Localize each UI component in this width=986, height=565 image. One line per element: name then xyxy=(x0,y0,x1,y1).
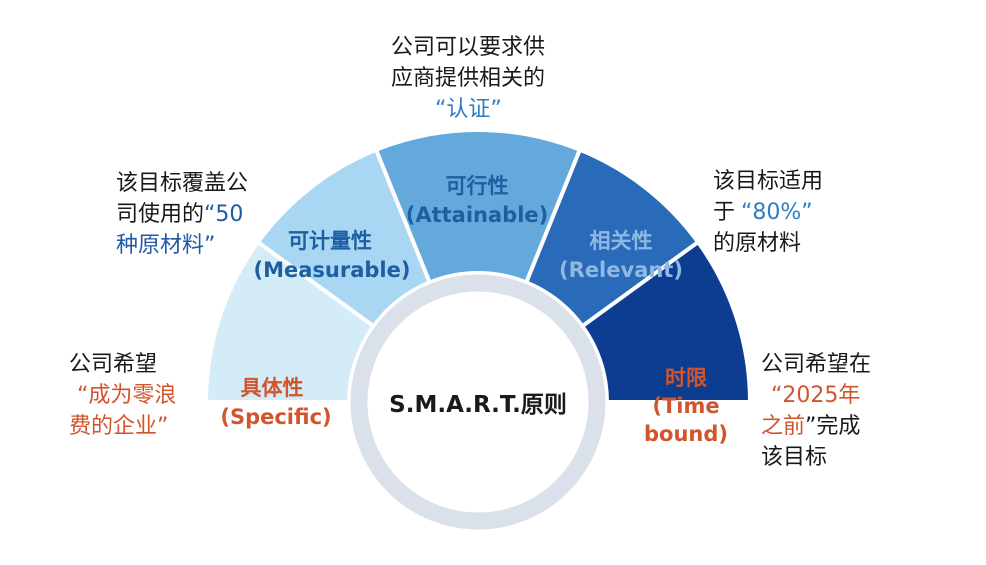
note-timebound-line2: “2025年 xyxy=(771,383,861,408)
segment-specific-name: 具体性 xyxy=(241,376,304,400)
segment-timebound-name: 时限 xyxy=(665,366,707,390)
segment-attainable-en: (Attainable) xyxy=(406,203,549,227)
note-specific-line2: “成为零浪 xyxy=(77,383,177,408)
segment-attainable-name: 可行性 xyxy=(446,174,509,198)
segment-measurable-en: (Measurable) xyxy=(254,258,411,282)
note-specific-line1: 公司希望 xyxy=(69,352,158,377)
note-specific: 公司希望 “成为零浪 费的企业” xyxy=(69,349,176,442)
note-attainable: 公司可以要求供 应商提供相关的 “认证” xyxy=(391,32,545,125)
note-attainable-line3: “认证” xyxy=(435,97,502,122)
note-attainable-line2: 应商提供相关的 xyxy=(391,66,546,91)
note-timebound: 公司希望在 “2025年 之前”完成 该目标 xyxy=(761,349,871,473)
segment-timebound-en1: (Time xyxy=(652,394,719,418)
note-timebound-line3-hl: 之前 xyxy=(761,414,806,439)
note-measurable-line3: 种原材料” xyxy=(116,233,216,258)
note-relevant: 该目标适用 于“80%” 的原材料 xyxy=(713,166,823,259)
segment-relevant-en: (Relevant) xyxy=(559,258,683,282)
note-relevant-line2: 于 xyxy=(713,200,736,225)
note-measurable-line2-hl: “50 xyxy=(204,202,244,227)
segment-timebound-en2: bound) xyxy=(644,422,728,446)
note-timebound-line1: 公司希望在 xyxy=(761,352,872,377)
note-timebound-line4: 该目标 xyxy=(761,445,828,470)
note-relevant-line1: 该目标适用 xyxy=(713,169,824,194)
segment-specific-en: (Specific) xyxy=(220,405,331,429)
note-timebound-line3: ”完成 xyxy=(805,414,861,439)
segment-relevant-name: 相关性 xyxy=(590,229,653,253)
center-title: S.M.A.R.T.原则 xyxy=(389,392,567,418)
note-relevant-line2-hl: “80%” xyxy=(741,200,813,225)
note-measurable-line2: 司使用的 xyxy=(116,202,205,227)
note-specific-line3: 费的企业” xyxy=(69,414,169,439)
center-ring xyxy=(350,274,606,530)
note-relevant-line3: 的原材料 xyxy=(713,231,802,256)
note-attainable-line1: 公司可以要求供 xyxy=(391,35,546,60)
segment-measurable-name: 可计量性 xyxy=(288,229,372,253)
note-measurable: 该目标覆盖公 司使用的“50 种原材料” xyxy=(116,168,248,261)
note-measurable-line1: 该目标覆盖公 xyxy=(116,171,249,196)
